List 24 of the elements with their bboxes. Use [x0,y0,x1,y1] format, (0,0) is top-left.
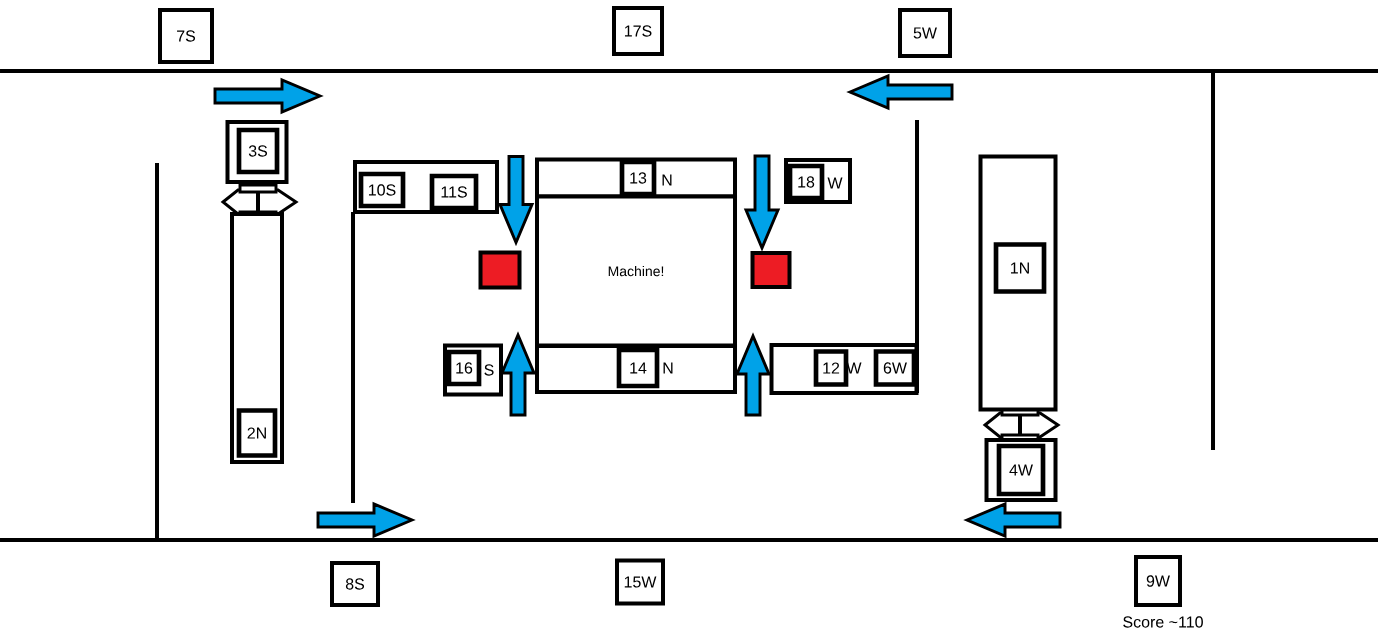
target-square [478,250,522,290]
label-box: 10S [358,171,406,209]
label-box: 16 [446,349,482,387]
direction-letter: S [484,364,494,376]
label-box: 11S [429,173,479,211]
label-box: 6W [873,349,917,387]
label-box: 17S [612,6,664,56]
label-box: 15W [615,558,665,606]
label-box: 12 [813,349,849,387]
label-box: 8S [330,561,380,607]
score-text: Score ~110 [1123,616,1203,628]
label-box: 3S [236,127,280,175]
label-box: 7S [158,8,214,64]
label-box: 18 [787,163,825,201]
direction-letter: W [827,177,843,189]
label-box: 13 [619,159,657,197]
label-box: 2N [236,408,278,458]
direction-letter: N [663,362,673,374]
target-square [750,251,792,289]
label-box: 14 [616,347,660,389]
label-box: 5W [898,8,952,58]
label-box: 1N [993,242,1047,294]
label-box: 9W [1134,555,1182,607]
direction-letter: N [662,174,672,186]
